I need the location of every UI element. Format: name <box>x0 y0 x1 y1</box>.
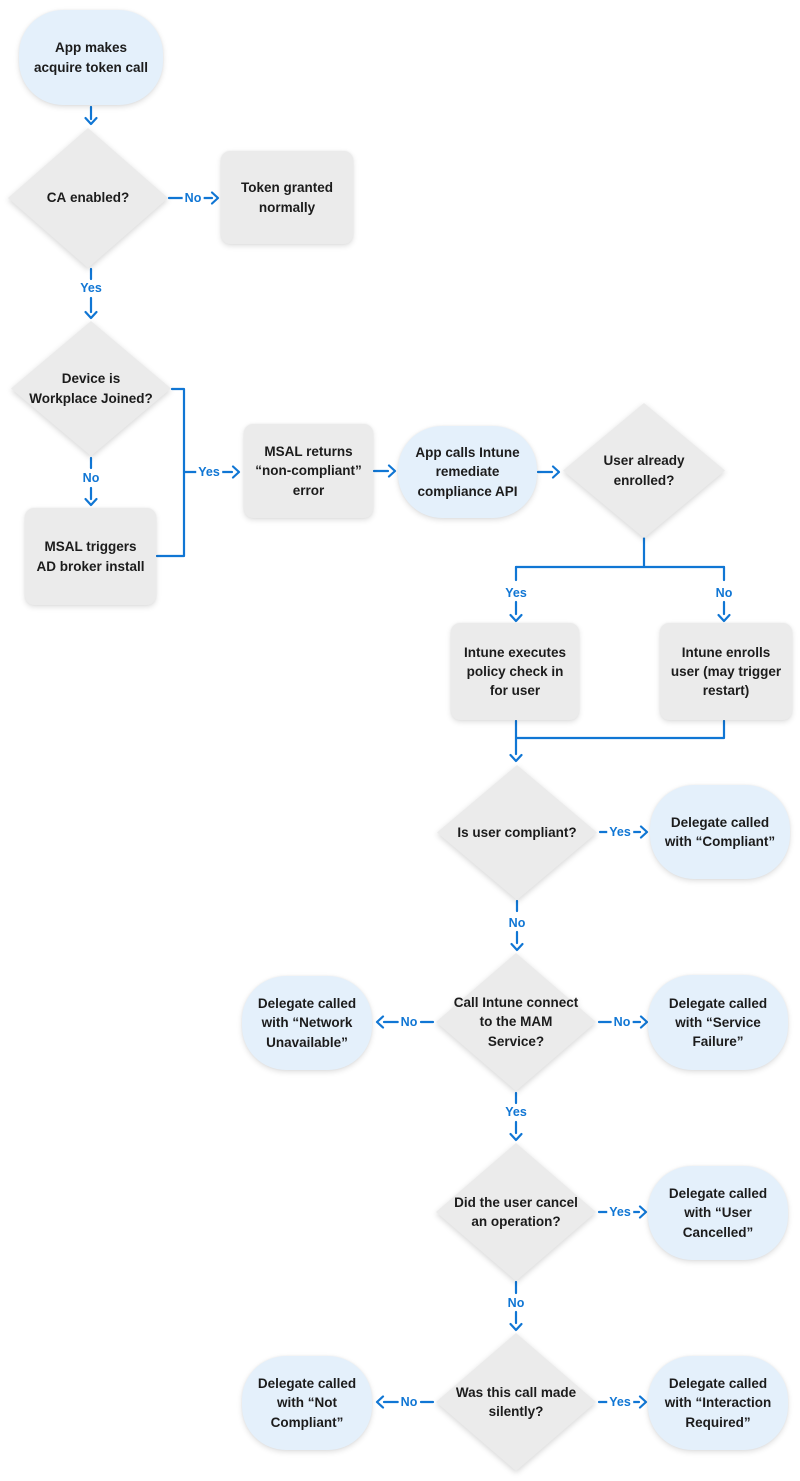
node-delegate-service-label: Delegate called with “Service Failure” <box>668 995 768 1050</box>
edge-ca-no-arrow <box>167 191 220 205</box>
edge-label-silent-yes: Yes <box>607 1395 633 1409</box>
edge-error-to-remediate <box>372 464 397 478</box>
node-mam-connect: Call Intune connect to the MAM Service? <box>436 953 596 1091</box>
edge-enrolled-yes-arrow <box>509 565 523 623</box>
edge-label-mam-yes: Yes <box>503 1105 529 1119</box>
node-delegate-cancelled: Delegate called with “User Cancelled” <box>648 1166 788 1260</box>
node-msal-broker: MSAL triggers AD broker install <box>25 508 156 605</box>
node-token-granted: Token granted normally <box>221 151 353 244</box>
node-msal-broker-label: MSAL triggers AD broker install <box>36 539 145 574</box>
node-enroll-user: Intune enrolls user (may trigger restart… <box>660 623 792 720</box>
edge-label-workplace-yes: Yes <box>196 465 222 479</box>
node-delegate-notcompliant: Delegate called with “Not Compliant” <box>242 1356 372 1450</box>
node-made-silently: Was this call made silently? <box>436 1333 596 1471</box>
edge-merge-to-compliant <box>509 719 726 763</box>
node-ca-enabled-label: CA enabled? <box>46 190 130 206</box>
node-mam-connect-label: Call Intune connect to the MAM Service? <box>453 995 579 1049</box>
edge-label-silent-no: No <box>398 1395 420 1409</box>
edge-label-compliant-no: No <box>506 916 528 930</box>
edge-label-workplace-no: No <box>80 471 102 485</box>
node-delegate-notcompliant-label: Delegate called with “Not Compliant” <box>257 1376 357 1430</box>
edge-silent-no-arrow <box>375 1395 435 1409</box>
node-is-compliant-label: Is user compliant? <box>457 824 577 840</box>
node-enroll-user-label: Intune enrolls user (may trigger restart… <box>670 644 782 699</box>
edge-start-to-ca <box>84 105 98 126</box>
node-start-label: App makes acquire token call <box>33 40 149 75</box>
edge-label-cancel-no: No <box>505 1296 527 1310</box>
node-policy-checkin: Intune executes policy check in for user <box>451 623 579 720</box>
edge-label-ca-yes: Yes <box>78 281 104 295</box>
node-delegate-network-label: Delegate called with “Network Unavailabl… <box>257 996 357 1050</box>
node-delegate-service: Delegate called with “Service Failure” <box>648 975 788 1070</box>
node-start: App makes acquire token call <box>19 10 163 105</box>
edge-enrolled-split <box>514 536 726 569</box>
node-workplace-joined: Device is Workplace Joined? <box>11 321 171 456</box>
node-delegate-compliant-label: Delegate called with “Compliant” <box>664 814 776 849</box>
node-user-cancel-label: Did the user cancel an operation? <box>454 1194 578 1229</box>
node-delegate-compliant: Delegate called with “Compliant” <box>650 785 790 879</box>
edge-workplace-yes-arrow <box>182 465 241 479</box>
edge-compliant-no-arrow <box>510 899 524 952</box>
node-token-granted-label: Token granted normally <box>240 180 333 215</box>
node-delegate-cancelled-label: Delegate called with “User Cancelled” <box>668 1186 768 1240</box>
node-made-silently-label: Was this call made silently? <box>455 1384 577 1419</box>
edge-mam-yes-arrow <box>509 1091 523 1142</box>
edge-label-enrolled-yes: Yes <box>503 586 529 600</box>
node-workplace-joined-label: Device is Workplace Joined? <box>29 371 153 406</box>
node-remediate-api: App calls Intune remediate compliance AP… <box>398 426 537 518</box>
edge-ca-yes-arrow <box>84 267 98 320</box>
node-user-cancel: Did the user cancel an operation? <box>436 1143 596 1281</box>
node-delegate-interaction-label: Delegate called with “Interaction Requir… <box>664 1376 772 1430</box>
node-delegate-interaction: Delegate called with “Interaction Requir… <box>648 1356 788 1450</box>
node-policy-checkin-label: Intune executes policy check in for user <box>463 644 567 699</box>
edge-workplace-no-arrow <box>84 456 98 507</box>
edge-label-ca-no: No <box>182 191 204 205</box>
node-msal-noncompliant: MSAL returns “non-compliant” error <box>244 424 373 518</box>
edge-label-enrolled-no: No <box>713 586 735 600</box>
edge-mam-no-right-arrow <box>597 1015 649 1029</box>
node-user-enrolled: User already enrolled? <box>563 403 725 538</box>
edge-label-compliant-yes: Yes <box>607 825 633 839</box>
edge-label-cancel-yes: Yes <box>607 1205 633 1219</box>
edge-cancel-no-arrow <box>509 1280 523 1332</box>
node-is-compliant: Is user compliant? <box>437 765 597 900</box>
edge-label-mam-no-right: No <box>611 1015 633 1029</box>
edge-remediate-to-enrolled <box>536 465 561 479</box>
node-remediate-api-label: App calls Intune remediate compliance AP… <box>415 445 520 499</box>
edge-label-mam-no-left: No <box>398 1015 420 1029</box>
node-ca-enabled: CA enabled? <box>8 128 168 268</box>
edge-mam-no-left-arrow <box>375 1015 435 1029</box>
node-delegate-network: Delegate called with “Network Unavailabl… <box>242 976 372 1070</box>
node-user-enrolled-label: User already enrolled? <box>603 453 685 488</box>
node-msal-noncompliant-label: MSAL returns “non-compliant” error <box>255 444 362 498</box>
edge-enrolled-no-arrow <box>717 565 731 623</box>
